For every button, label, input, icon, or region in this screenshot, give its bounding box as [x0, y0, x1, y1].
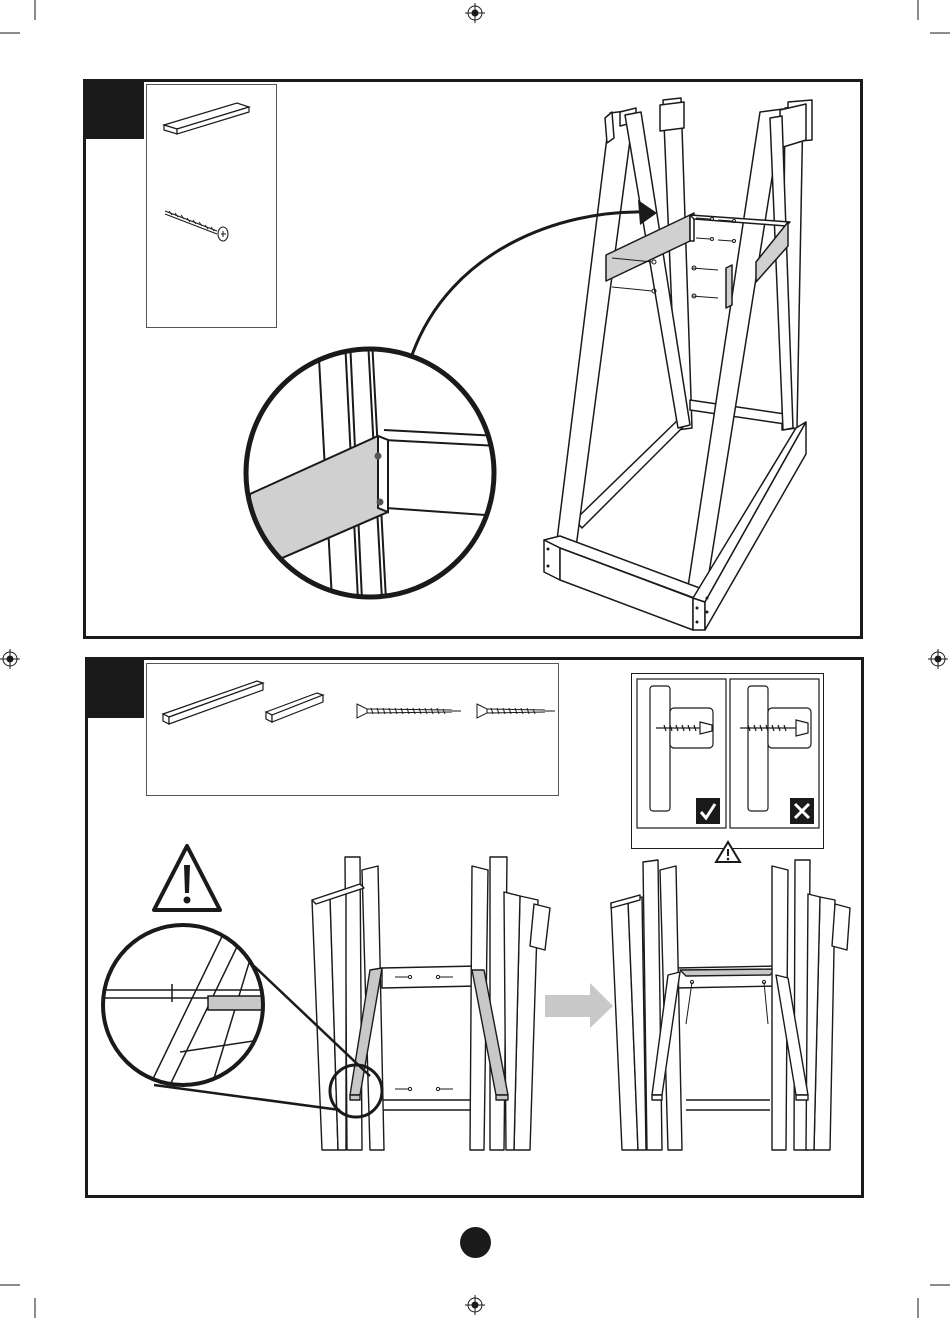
page-number-badge [460, 1227, 491, 1258]
step-2-frame-after [0, 0, 950, 1200]
